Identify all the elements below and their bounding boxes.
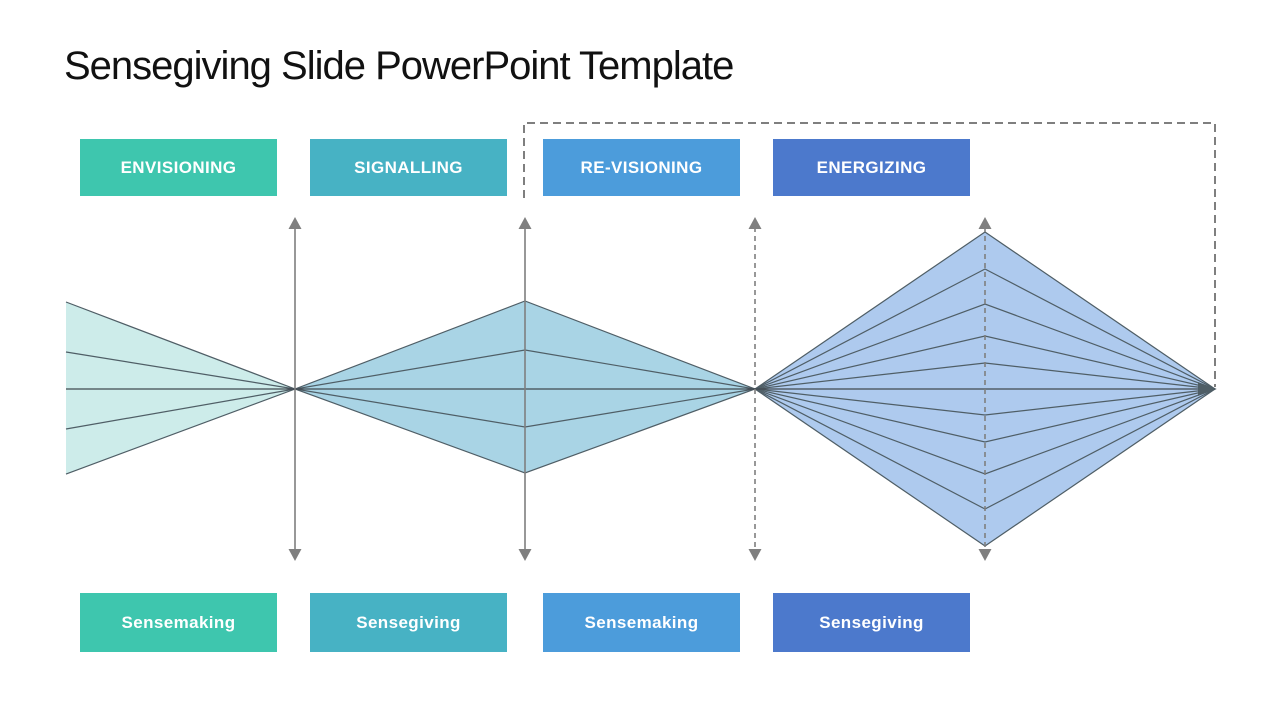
slide-title: Sensegiving Slide PowerPoint Template xyxy=(64,44,734,88)
mode-box-sensegiving-1: Sensegiving xyxy=(310,593,507,652)
stage-box-re-visioning: RE-VISIONING xyxy=(543,139,740,196)
mode-box-label: Sensegiving xyxy=(819,612,924,632)
mode-box-label: Sensegiving xyxy=(356,612,461,632)
center-axis-arrowhead xyxy=(1198,382,1215,396)
stage-box-label: RE-VISIONING xyxy=(580,157,703,177)
solid-vertical-arrow-1 xyxy=(288,217,302,561)
solid-vertical-arrow-2 xyxy=(518,217,532,561)
mode-box-label: Sensemaking xyxy=(121,612,236,632)
mode-box-sensemaking-2: Sensemaking xyxy=(543,593,740,652)
dashed-vertical-arrow-1 xyxy=(748,217,762,561)
stage-box-energizing: ENERGIZING xyxy=(773,139,970,196)
mode-box-label: Sensemaking xyxy=(584,612,699,632)
stage-box-envisioning: ENVISIONING xyxy=(80,139,277,196)
mode-box-sensemaking-1: Sensemaking xyxy=(80,593,277,652)
dashed-connector-line xyxy=(523,122,1216,387)
funnel-shape xyxy=(66,302,295,474)
mode-box-sensegiving-2: Sensegiving xyxy=(773,593,970,652)
stage-box-label: SIGNALLING xyxy=(354,157,463,177)
stage-box-label: ENERGIZING xyxy=(816,157,927,177)
stage-box-label: ENVISIONING xyxy=(120,157,237,177)
dashed-vertical-arrow-2 xyxy=(978,217,992,561)
stage-box-signalling: SIGNALLING xyxy=(310,139,507,196)
